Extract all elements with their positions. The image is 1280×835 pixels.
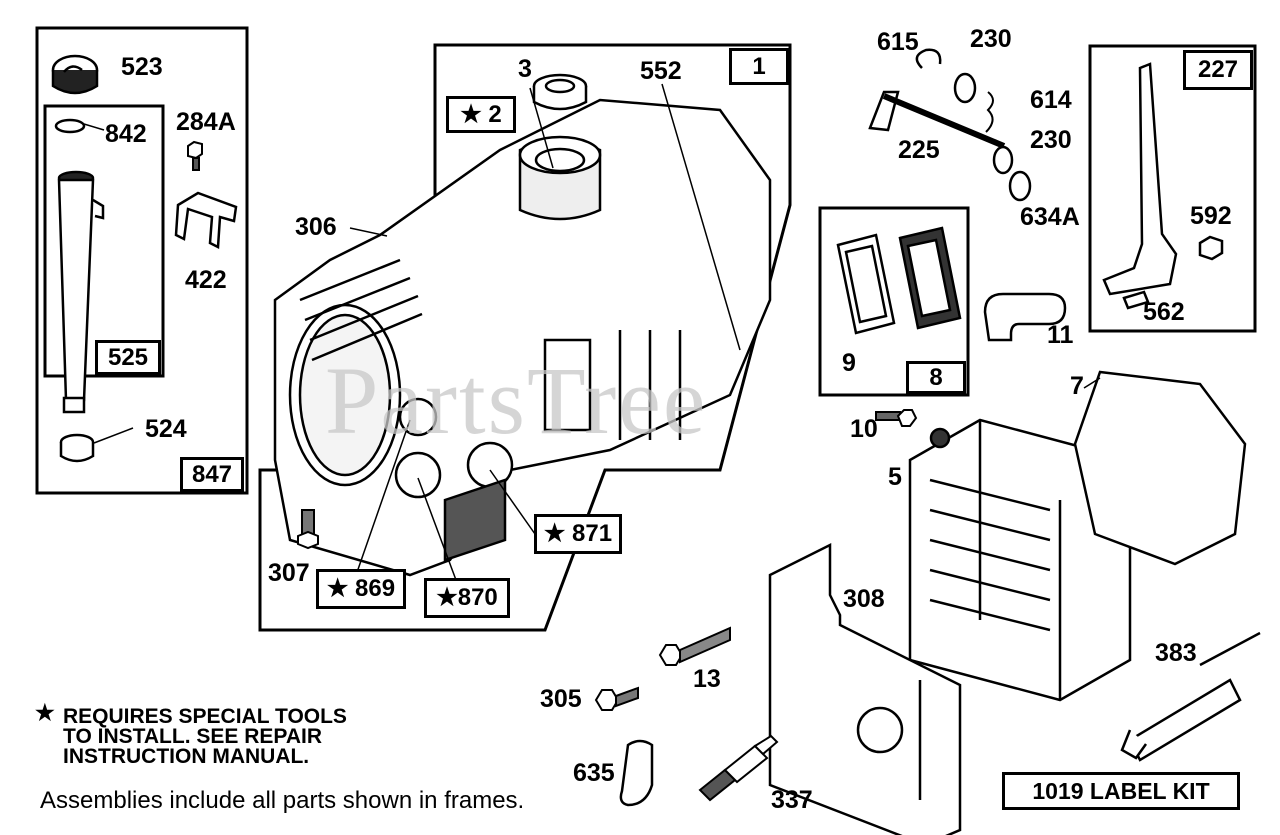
frame-label-227: 227 bbox=[1183, 50, 1253, 90]
part-label-230-lower: 230 bbox=[1030, 126, 1072, 154]
part-label-7: 7 bbox=[1070, 372, 1084, 400]
part-label-230-upper: 230 bbox=[970, 25, 1012, 53]
part-label-10: 10 bbox=[850, 415, 878, 443]
frame-label-871: ★ 871 bbox=[534, 514, 622, 554]
dipstick-tube-part bbox=[57, 170, 105, 414]
part-label-9: 9 bbox=[842, 349, 856, 377]
grommet-part bbox=[59, 433, 95, 463]
leader-552 bbox=[661, 83, 741, 351]
bracket-422-part bbox=[174, 191, 238, 249]
frame-8 bbox=[818, 206, 970, 397]
part-label-842: 842 bbox=[105, 120, 147, 148]
special-tools-star: ★ bbox=[35, 700, 55, 725]
frame-label-1: 1 bbox=[729, 48, 789, 85]
part-label-11: 11 bbox=[1047, 321, 1074, 349]
frame-label-525: 525 bbox=[95, 340, 161, 375]
part-label-5: 5 bbox=[888, 463, 902, 491]
part-label-284a: 284A bbox=[176, 108, 236, 136]
part-label-225: 225 bbox=[898, 136, 940, 164]
bolt-10-part bbox=[875, 409, 918, 427]
screw-284a-part bbox=[187, 140, 203, 171]
part-label-562: 562 bbox=[1143, 298, 1185, 326]
frame-label-869: ★ 869 bbox=[316, 569, 406, 609]
part-label-305: 305 bbox=[540, 685, 582, 713]
frame-label-8: 8 bbox=[906, 361, 966, 394]
shield-308-part bbox=[768, 542, 962, 835]
part-label-614: 614 bbox=[1030, 86, 1072, 114]
cotter-pin-614-part bbox=[985, 91, 994, 133]
spark-plug-boot-part bbox=[619, 739, 654, 807]
tool-383-part bbox=[1120, 631, 1261, 762]
part-label-615: 615 bbox=[877, 28, 919, 56]
part-label-3: 3 bbox=[518, 55, 532, 83]
frame-label-2: ★ 2 bbox=[446, 96, 516, 133]
washer-230-lower-part bbox=[992, 145, 1014, 175]
bolt-307-part bbox=[297, 509, 319, 550]
part-label-635: 635 bbox=[573, 759, 615, 787]
part-label-592: 592 bbox=[1190, 202, 1232, 230]
nut-592-part bbox=[1198, 235, 1224, 261]
leader-524 bbox=[93, 427, 134, 444]
crankcase-part bbox=[273, 98, 772, 577]
breather-tube-part bbox=[983, 292, 1067, 342]
assemblies-note: Assemblies include all parts shown in fr… bbox=[40, 787, 525, 814]
o-ring-part bbox=[54, 118, 86, 134]
frame-label-870: ★870 bbox=[424, 578, 510, 618]
screw-13-part bbox=[658, 626, 731, 666]
frame-847 bbox=[35, 26, 249, 495]
leader-870 bbox=[417, 477, 457, 581]
part-label-634a: 634A bbox=[1020, 203, 1080, 231]
dipstick-cap-part bbox=[51, 54, 99, 95]
leader-842 bbox=[83, 123, 105, 131]
leader-7 bbox=[1083, 377, 1101, 389]
intake-gasket-part bbox=[836, 233, 896, 335]
part-label-422: 422 bbox=[185, 266, 227, 294]
part-label-523: 523 bbox=[121, 53, 163, 81]
leader-871 bbox=[489, 469, 536, 535]
part-label-308: 308 bbox=[843, 585, 885, 613]
screw-305-part bbox=[594, 686, 639, 711]
watermark: PartsTree bbox=[325, 347, 708, 454]
clip-615-part bbox=[915, 48, 942, 69]
part-label-524: 524 bbox=[145, 415, 187, 443]
part-label-337: 337 bbox=[771, 786, 813, 814]
frame-525 bbox=[43, 104, 165, 378]
part-label-13: 13 bbox=[693, 665, 721, 693]
leader-869 bbox=[354, 419, 411, 579]
leader-306 bbox=[349, 227, 388, 237]
special-tools-line-1: REQUIRES SPECIAL TOOLS bbox=[63, 705, 347, 728]
washer-230-upper-part bbox=[953, 72, 977, 104]
spark-plug-part bbox=[698, 734, 779, 802]
part-label-383: 383 bbox=[1155, 639, 1197, 667]
label-kit-box: 1019 LABEL KIT bbox=[1002, 772, 1240, 810]
part-label-307: 307 bbox=[268, 559, 310, 587]
oil-seal-part bbox=[532, 73, 588, 111]
special-tools-line-3: INSTRUCTION MANUAL. bbox=[63, 745, 310, 768]
part-label-306: 306 bbox=[295, 213, 337, 241]
leader-3 bbox=[529, 87, 554, 169]
washer-634a-part bbox=[1008, 170, 1032, 202]
frame-label-847: 847 bbox=[180, 457, 244, 492]
governor-lever-part bbox=[1102, 62, 1178, 310]
part-label-552: 552 bbox=[640, 57, 682, 85]
breather-gasket-part bbox=[898, 226, 962, 330]
frame-227 bbox=[1088, 44, 1257, 333]
head-gasket-part bbox=[1073, 370, 1247, 566]
special-tools-line-2: TO INSTALL. SEE REPAIR bbox=[63, 725, 323, 748]
